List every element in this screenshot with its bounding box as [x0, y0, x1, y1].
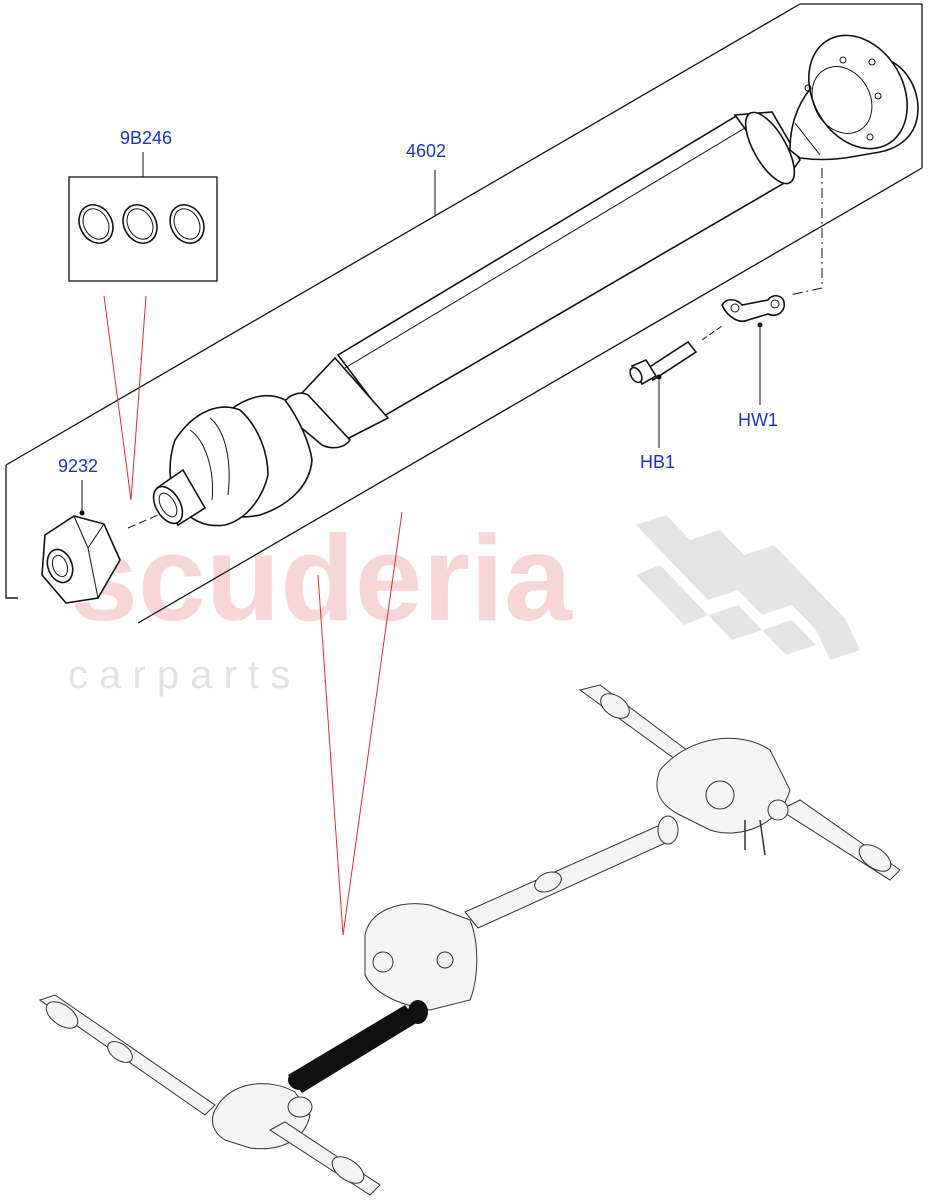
- red-leader-line: [103, 295, 132, 501]
- callout-9b246: 9B246: [120, 128, 172, 148]
- red-leader-line: [342, 511, 403, 936]
- fixing-dash-line: [789, 168, 823, 296]
- lock-washer: HW1: [721, 294, 786, 430]
- hex-bolt: HB1: [629, 325, 723, 472]
- watermark-tagline: c a r p a r t s: [68, 653, 290, 697]
- callout-hb1: HB1: [640, 452, 675, 472]
- assembly-frame: [5, 3, 923, 624]
- flange-nut: 9232: [41, 456, 121, 604]
- sealing-rings-group: 9B246: [68, 128, 218, 282]
- callout-hw1: HW1: [738, 410, 778, 430]
- checkered-flag-icon: [636, 515, 860, 660]
- axis-dashed-line: [127, 514, 159, 529]
- watermark: scuderia c a r p a r t s: [68, 510, 860, 697]
- red-leader-line: [317, 574, 344, 936]
- propeller-shaft: 4602: [152, 34, 919, 527]
- highlighted-front-shaft: [288, 1005, 418, 1093]
- sealing-ring: [169, 204, 205, 244]
- red-leader-line: [130, 295, 147, 501]
- callout-9232: 9232: [58, 456, 98, 476]
- sealing-ring: [122, 204, 158, 244]
- sealing-ring: [78, 204, 114, 244]
- callout-4602: 4602: [406, 141, 446, 161]
- driveline-overview: [38, 684, 901, 1196]
